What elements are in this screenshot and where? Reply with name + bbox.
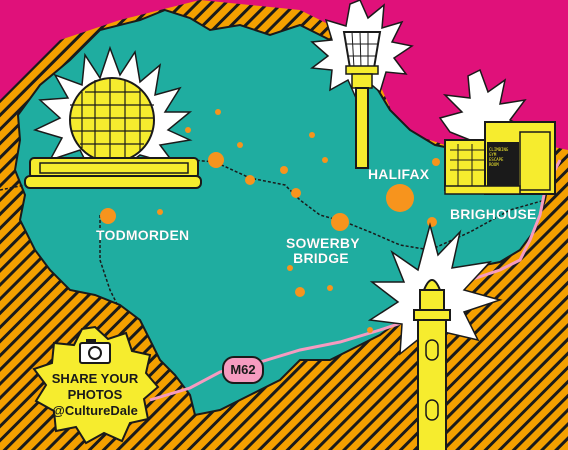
magenta-background [0, 0, 568, 150]
dot-j [215, 109, 221, 115]
badge-line-1: SHARE YOUR [51, 371, 139, 386]
dot-i [185, 127, 191, 133]
road-label-m62: M62 [222, 356, 264, 384]
escape-sign-line: GYM [489, 152, 497, 157]
share-photos-badge[interactable]: SHARE YOUR PHOTOS @CultureDale [30, 325, 160, 445]
dot-c [280, 166, 288, 174]
town-label-brighouse: BRIGHOUSE [450, 206, 537, 222]
town-label-halifax: HALIFAX [368, 166, 430, 182]
dot-todmorden [100, 208, 116, 224]
sowerby-line-2: BRIDGE [293, 250, 349, 266]
escape-room-sign: CLIMBING GYM ESCAPE ROOM [489, 147, 519, 167]
town-label-sowerby-bridge: SOWERBY BRIDGE [286, 235, 360, 266]
badge-handle: @CultureDale [52, 403, 138, 418]
dot-sowerby [331, 213, 349, 231]
location-dots [100, 109, 440, 333]
wainhouse-tower-landmark [367, 222, 503, 450]
dot-h [157, 209, 163, 215]
dot-a [208, 152, 224, 168]
dot-o [309, 132, 315, 138]
railway-branch [99, 215, 121, 311]
badge-shape [32, 325, 160, 445]
dot-l [427, 217, 437, 227]
badge-line-2: PHOTOS [67, 387, 123, 402]
escape-sign-line: CLIMBING [489, 147, 509, 152]
brighouse-landmark [438, 68, 556, 195]
dot-m [432, 158, 440, 166]
dot-d [291, 188, 301, 198]
town-label-todmorden: TODMORDEN [96, 227, 190, 243]
dot-n [367, 327, 373, 333]
dot-b [245, 175, 255, 185]
camera-icon [79, 339, 111, 364]
todmorden-landmark [24, 45, 202, 189]
dot-f [327, 285, 333, 291]
dot-halifax [386, 184, 414, 212]
dot-p [322, 157, 328, 163]
escape-sign-line: ESCAPE [489, 157, 504, 162]
dot-k [237, 142, 243, 148]
sowerby-line-1: SOWERBY [286, 235, 360, 251]
halifax-landmark [310, 0, 414, 169]
dot-g [287, 265, 293, 271]
escape-sign-line: ROOM [489, 162, 499, 167]
dot-e [295, 287, 305, 297]
